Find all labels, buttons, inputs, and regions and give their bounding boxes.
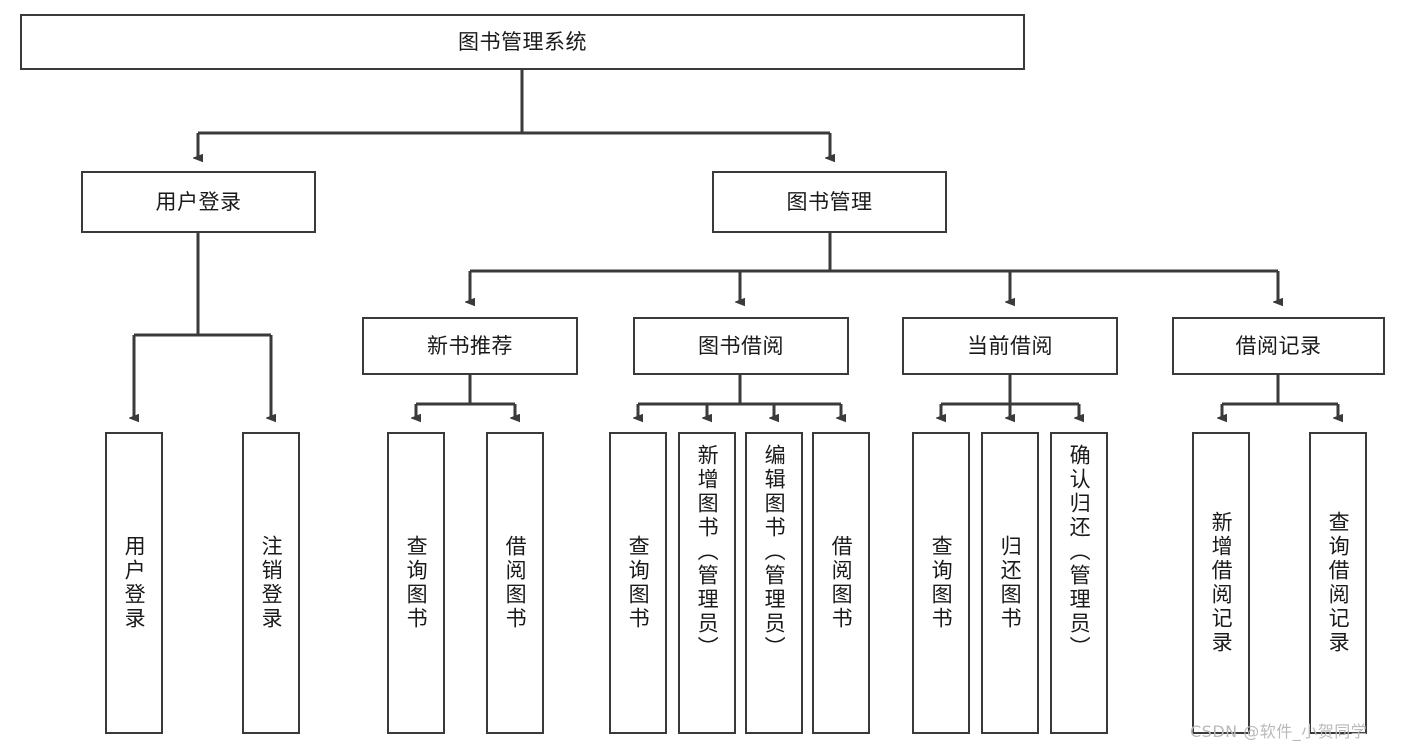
leaf-return-book[interactable]: 归还图书 xyxy=(981,432,1039,734)
leaf-query-book-new[interactable]: 查询图书 xyxy=(387,432,445,734)
node-label: 注销登录 xyxy=(259,535,284,631)
leaf-borrow-book-new[interactable]: 借阅图书 xyxy=(486,432,544,734)
node-label: 图书借阅 xyxy=(698,333,784,358)
leaf-add-borrow-record[interactable]: 新增借阅记录 xyxy=(1192,432,1250,734)
node-new-book-recommend[interactable]: 新书推荐 xyxy=(362,317,578,375)
node-book-borrow[interactable]: 图书借阅 xyxy=(633,317,849,375)
leaf-add-book-admin[interactable]: 新增图书（管理员） xyxy=(678,432,736,734)
node-label: 用户登录 xyxy=(155,189,242,214)
leaf-confirm-return-admin[interactable]: 确认归还（管理员） xyxy=(1050,432,1108,734)
node-label: 查询借阅记录 xyxy=(1326,511,1351,655)
edge-new-book-to-leaves xyxy=(416,375,515,418)
node-label: 新增图书（管理员） xyxy=(695,444,720,660)
edge-borrow-record-to-leaves xyxy=(1222,375,1338,418)
leaf-query-book-borrow[interactable]: 查询图书 xyxy=(609,432,667,734)
node-label: 查询图书 xyxy=(929,535,954,631)
leaf-logout[interactable]: 注销登录 xyxy=(242,432,300,734)
node-user-login[interactable]: 用户登录 xyxy=(81,171,316,233)
node-label: 借阅记录 xyxy=(1235,333,1322,358)
node-label: 新书推荐 xyxy=(427,333,513,358)
node-label: 查询图书 xyxy=(404,535,429,631)
node-label: 确认归还（管理员） xyxy=(1067,444,1092,660)
node-root-system[interactable]: 图书管理系统 xyxy=(20,14,1025,70)
edge-current-borrow-to-leaves xyxy=(941,375,1079,418)
node-label: 借阅图书 xyxy=(503,535,528,631)
node-label: 查询图书 xyxy=(626,535,651,631)
leaf-query-book-current[interactable]: 查询图书 xyxy=(912,432,970,734)
edge-book-borrow-to-leaves xyxy=(638,375,841,418)
node-label: 编辑图书（管理员） xyxy=(762,444,787,660)
leaf-user-login[interactable]: 用户登录 xyxy=(105,432,163,734)
node-label: 借阅图书 xyxy=(829,535,854,631)
node-label: 图书管理系统 xyxy=(458,29,587,54)
leaf-edit-book-admin[interactable]: 编辑图书（管理员） xyxy=(745,432,803,734)
edge-user-login-to-leaves xyxy=(134,233,271,418)
node-label: 用户登录 xyxy=(122,535,147,631)
leaf-borrow-book[interactable]: 借阅图书 xyxy=(812,432,870,734)
node-label: 当前借阅 xyxy=(967,333,1053,358)
node-label: 归还图书 xyxy=(998,535,1023,631)
edge-book-manage-to-level3 xyxy=(470,233,1278,302)
node-current-borrow[interactable]: 当前借阅 xyxy=(902,317,1118,375)
node-book-management[interactable]: 图书管理 xyxy=(712,171,947,233)
leaf-query-borrow-record[interactable]: 查询借阅记录 xyxy=(1309,432,1367,734)
node-label: 图书管理 xyxy=(786,189,873,214)
csdn-watermark: CSDN @软件_小贺同学 xyxy=(1190,722,1368,741)
edge-root-to-level2 xyxy=(198,70,830,158)
node-label: 新增借阅记录 xyxy=(1209,511,1234,655)
node-borrow-record[interactable]: 借阅记录 xyxy=(1172,317,1385,375)
